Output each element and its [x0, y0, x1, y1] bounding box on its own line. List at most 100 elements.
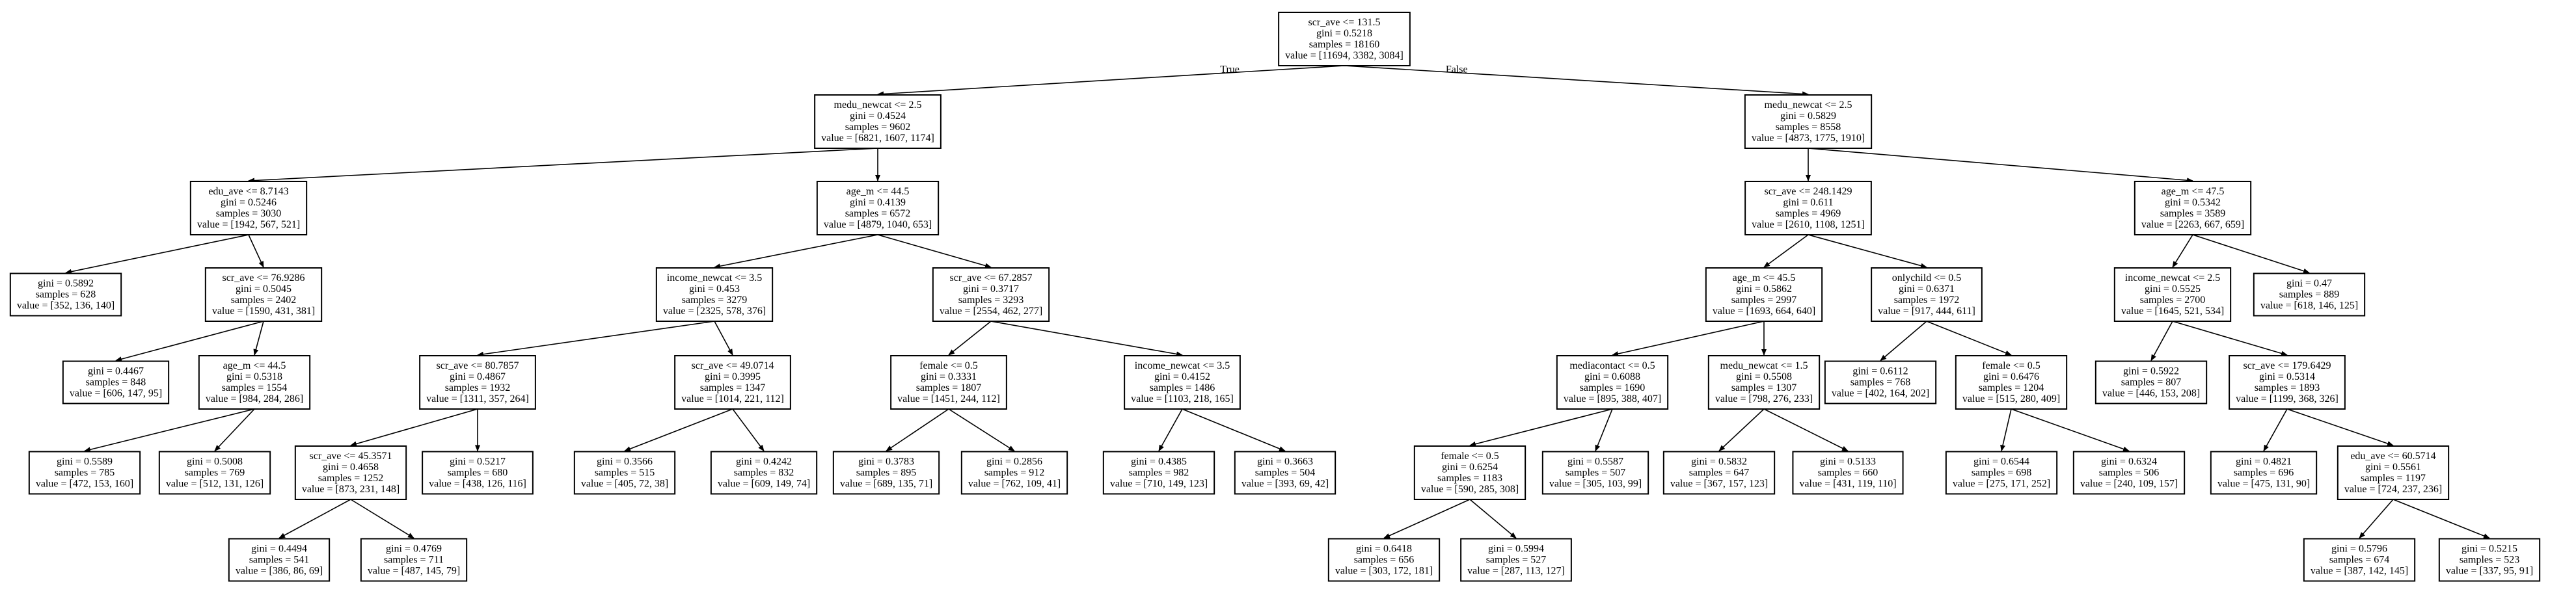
node-text-line: samples = 807 [2121, 377, 2182, 388]
node-box [1705, 267, 1823, 322]
node-box [294, 445, 407, 500]
node-text-line: scr_ave <= 45.3571 [310, 451, 392, 462]
node-text-line: value = [352, 136, 140] [17, 300, 115, 311]
node-text-line: gini = 0.47 [2286, 278, 2332, 289]
node-text-line: samples = 4969 [1776, 208, 1841, 219]
node-box [422, 451, 534, 495]
node-text-line: samples = 769 [185, 468, 245, 479]
tree-edge [214, 408, 255, 452]
node-box [1413, 445, 1526, 500]
node-box [960, 451, 1068, 495]
node-text-line: gini = 0.6371 [1899, 284, 1955, 295]
node-text-line: gini = 0.6476 [1983, 371, 2039, 382]
node-text-line: value = [873, 231, 148] [302, 484, 400, 495]
node-text-line: value = [618, 146, 125] [2260, 300, 2358, 311]
node-box [2303, 538, 2416, 582]
node-text-line: samples = 1932 [445, 382, 511, 393]
node-text-line: samples = 504 [1255, 468, 1316, 479]
node-box [28, 451, 141, 495]
node-box [890, 355, 1007, 410]
node-text-line: edu_ave <= 60.5714 [2350, 451, 2435, 462]
node-text-line: samples = 656 [1354, 555, 1415, 566]
node-text-line: value = [515, 280, 409] [1962, 393, 2060, 404]
node-box [189, 181, 308, 235]
tree-edge [732, 408, 765, 452]
node-text-line: value = [512, 131, 126] [166, 479, 264, 490]
node-box [62, 360, 170, 404]
node-text-line: value = [287, 113, 127] [1467, 566, 1565, 577]
node-text-line: samples = 8558 [1776, 122, 1841, 133]
tree-edge [1763, 408, 1849, 452]
node-text-line: value = [689, 135, 71] [840, 479, 932, 490]
node-text-line: samples = 982 [1129, 468, 1189, 479]
node-text-line: gini = 0.6088 [1584, 371, 1640, 382]
tree-edge [1469, 499, 1517, 539]
node-box [1871, 267, 1983, 322]
node-text-line: samples = 3030 [216, 208, 282, 219]
node-text-line: value = [1590, 431, 381] [212, 306, 315, 317]
tree-edge [477, 321, 715, 357]
node-text-line: samples = 1972 [1894, 295, 1960, 306]
node-text-line: age_m <= 47.5 [2162, 186, 2225, 197]
node-box [816, 181, 940, 235]
node-text-line: samples = 1486 [1150, 382, 1215, 393]
tree-edge [2286, 408, 2394, 446]
tree-edge [2192, 234, 2310, 274]
node-text-line: value = [387, 142, 145] [2311, 566, 2408, 577]
node-text-line: samples = 506 [2099, 468, 2160, 479]
node-text-line: value = [1693, 664, 640] [1713, 306, 1815, 317]
node-box [2072, 451, 2186, 495]
node-text-line: gini = 0.611 [1783, 197, 1833, 208]
node-text-line: gini = 0.3717 [963, 284, 1019, 295]
node-text-line: samples = 2700 [2140, 295, 2206, 306]
node-text-line: gini = 0.5892 [38, 278, 94, 289]
node-text-line: samples = 889 [2279, 289, 2340, 300]
node-text-line: value = [472, 153, 160] [36, 479, 133, 490]
node-text-line: value = [4873, 1775, 1910] [1752, 133, 1865, 144]
tree-edge [714, 321, 733, 356]
node-text-line: samples = 541 [249, 555, 310, 566]
node-text-line: gini = 0.5994 [1488, 544, 1544, 555]
node-box [1744, 94, 1873, 149]
node-text-line: value = [240, 109, 157] [2080, 479, 2178, 490]
tree-edge [115, 321, 264, 362]
node-text-line: value = [1451, 244, 112] [897, 393, 1000, 404]
node-text-line: gini = 0.4467 [88, 366, 144, 377]
tree-edge [248, 148, 878, 183]
node-box [2210, 451, 2318, 495]
tree-edge [1182, 408, 1286, 452]
node-text-line: samples = 832 [734, 468, 794, 479]
node-text-line: samples = 1197 [2361, 473, 2426, 484]
node-text-line: value = [6821, 1607, 1174] [821, 133, 934, 144]
node-box [1792, 451, 1904, 495]
node-text-line: gini = 0.5314 [2259, 371, 2315, 382]
node-text-line: gini = 0.5342 [2165, 197, 2221, 208]
node-text-line: samples = 628 [36, 289, 96, 300]
tree-edge [2011, 408, 2130, 452]
node-text-line: medu_newcat <= 2.5 [1765, 99, 1852, 111]
tree-edge [1595, 408, 1613, 452]
